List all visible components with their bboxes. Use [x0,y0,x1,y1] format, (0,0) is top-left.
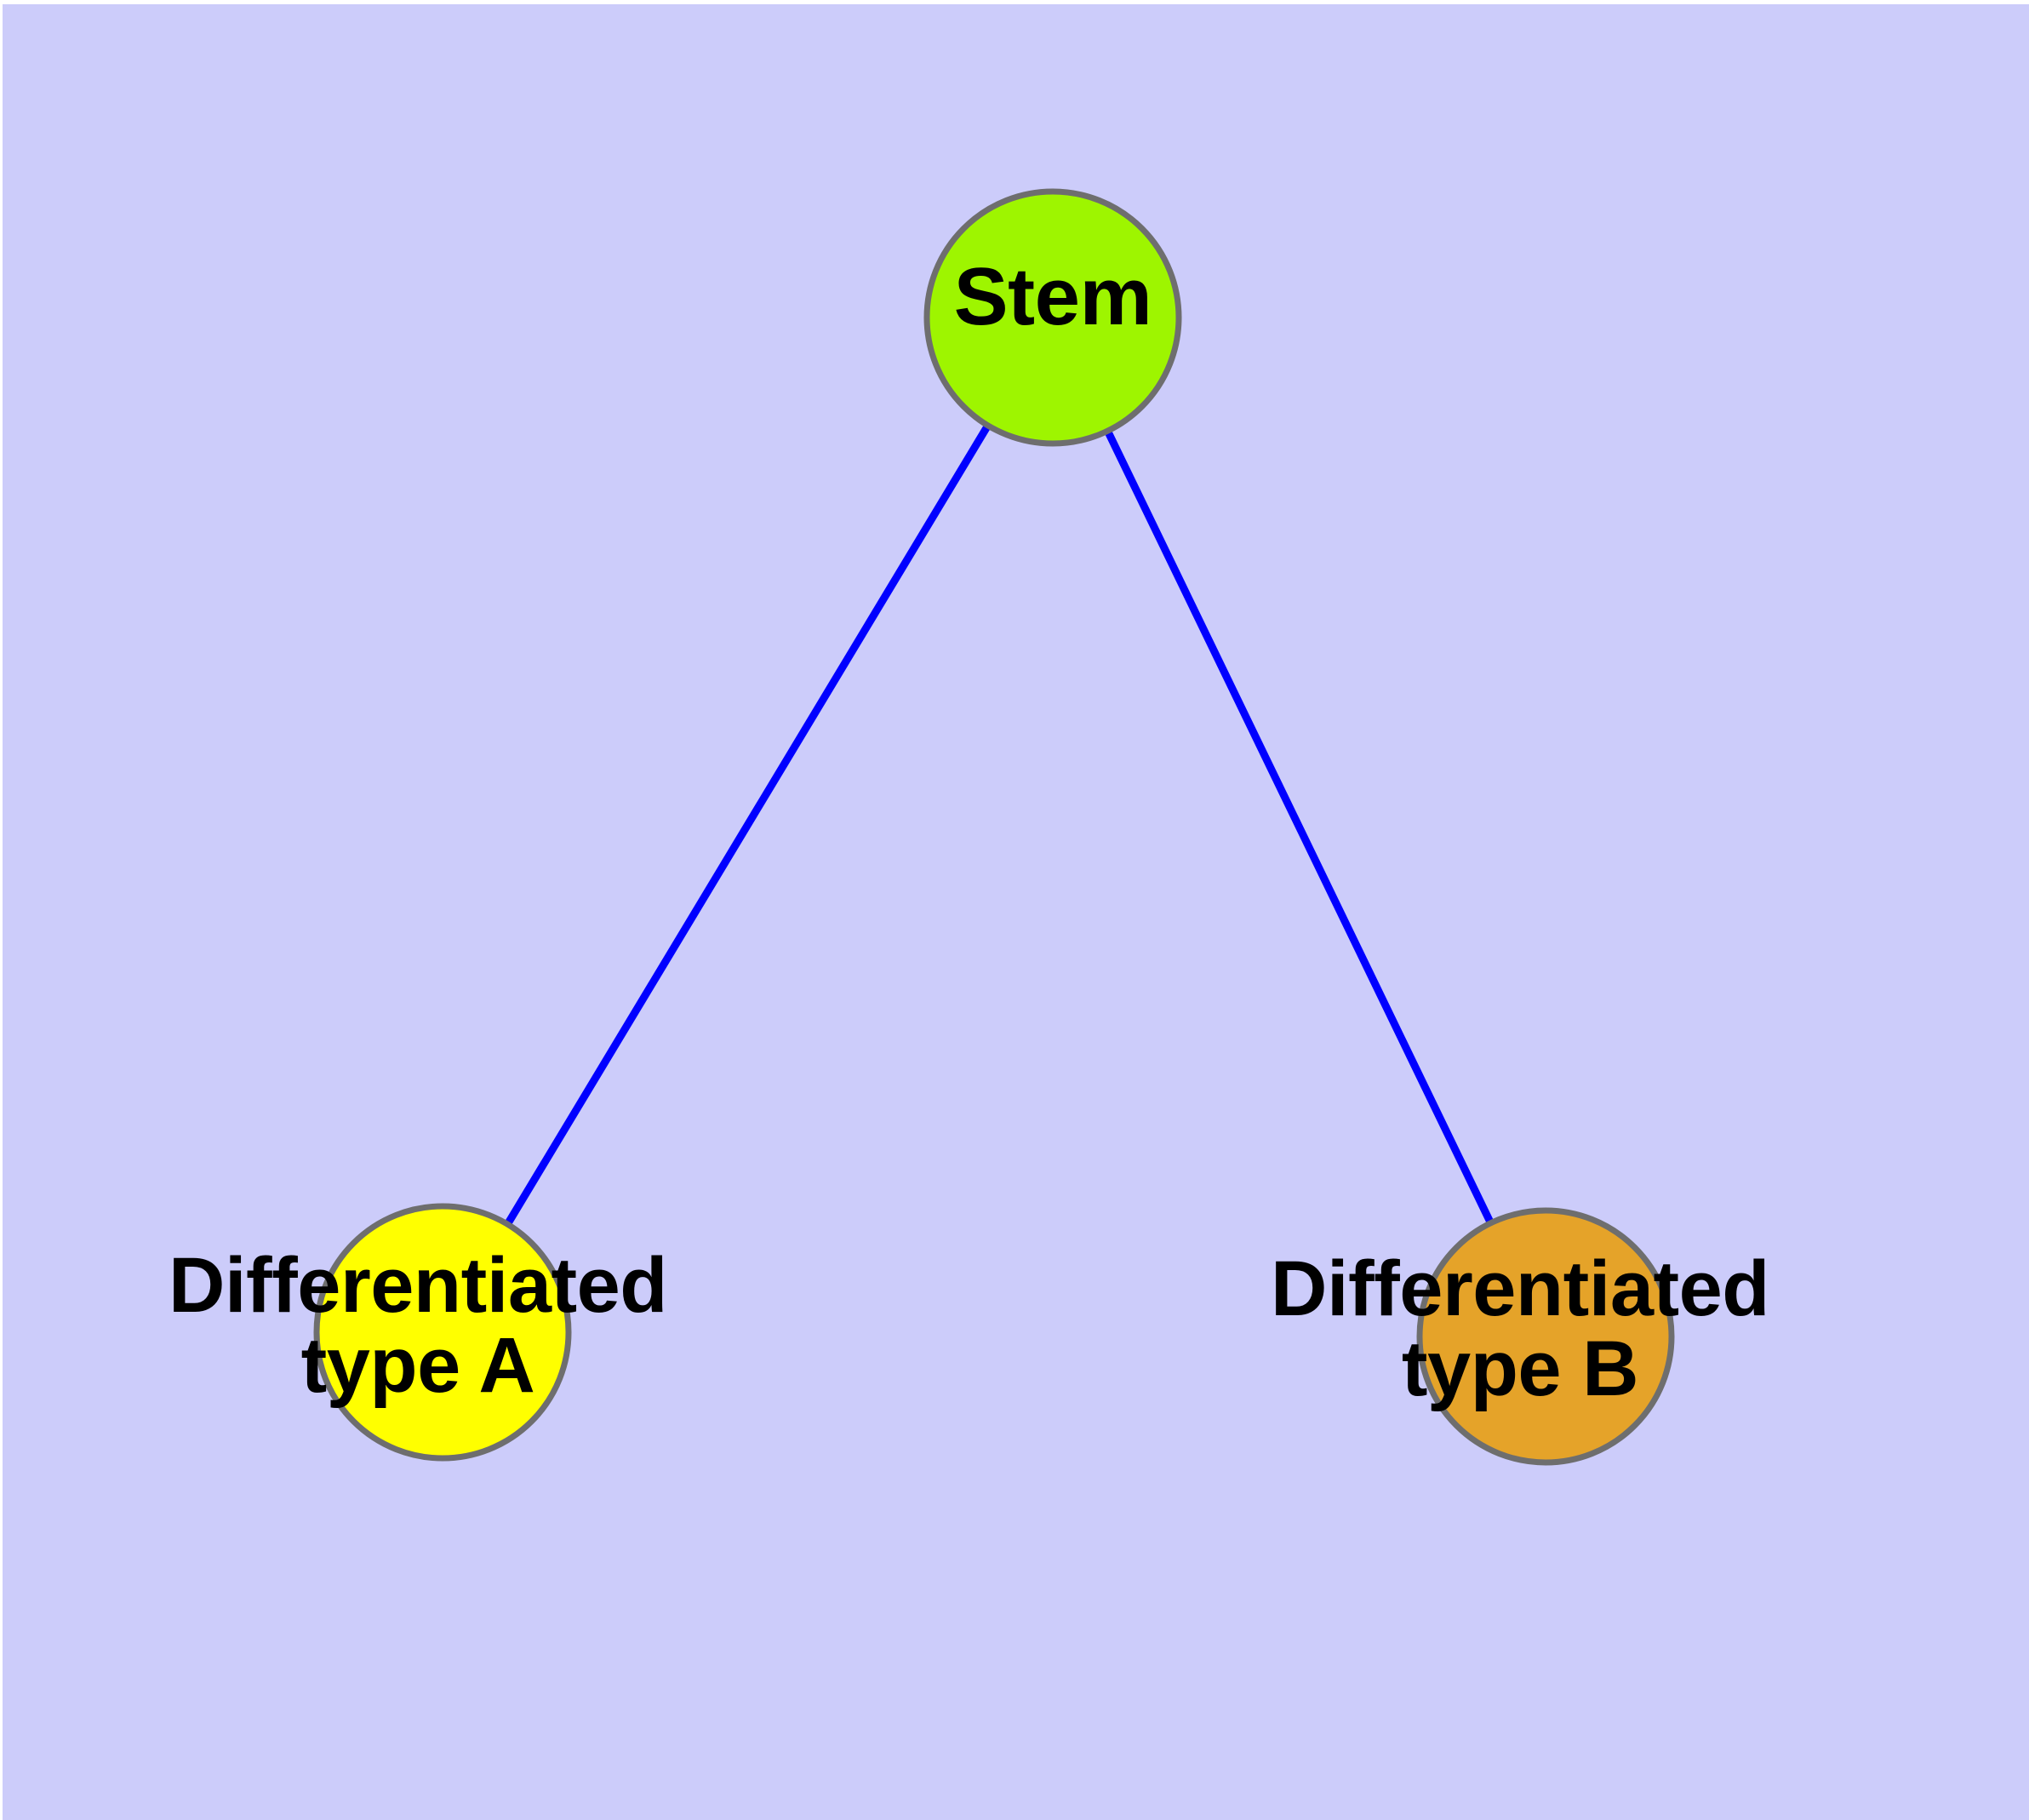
node-differentiated-type-b[interactable] [1416,1207,1675,1466]
node-stem[interactable] [923,188,1182,447]
edge-stem-to-differentiated-a [439,315,1056,1335]
node-differentiated-type-a[interactable] [313,1203,572,1462]
edge-stem-to-differentiated-b [1049,316,1550,1338]
